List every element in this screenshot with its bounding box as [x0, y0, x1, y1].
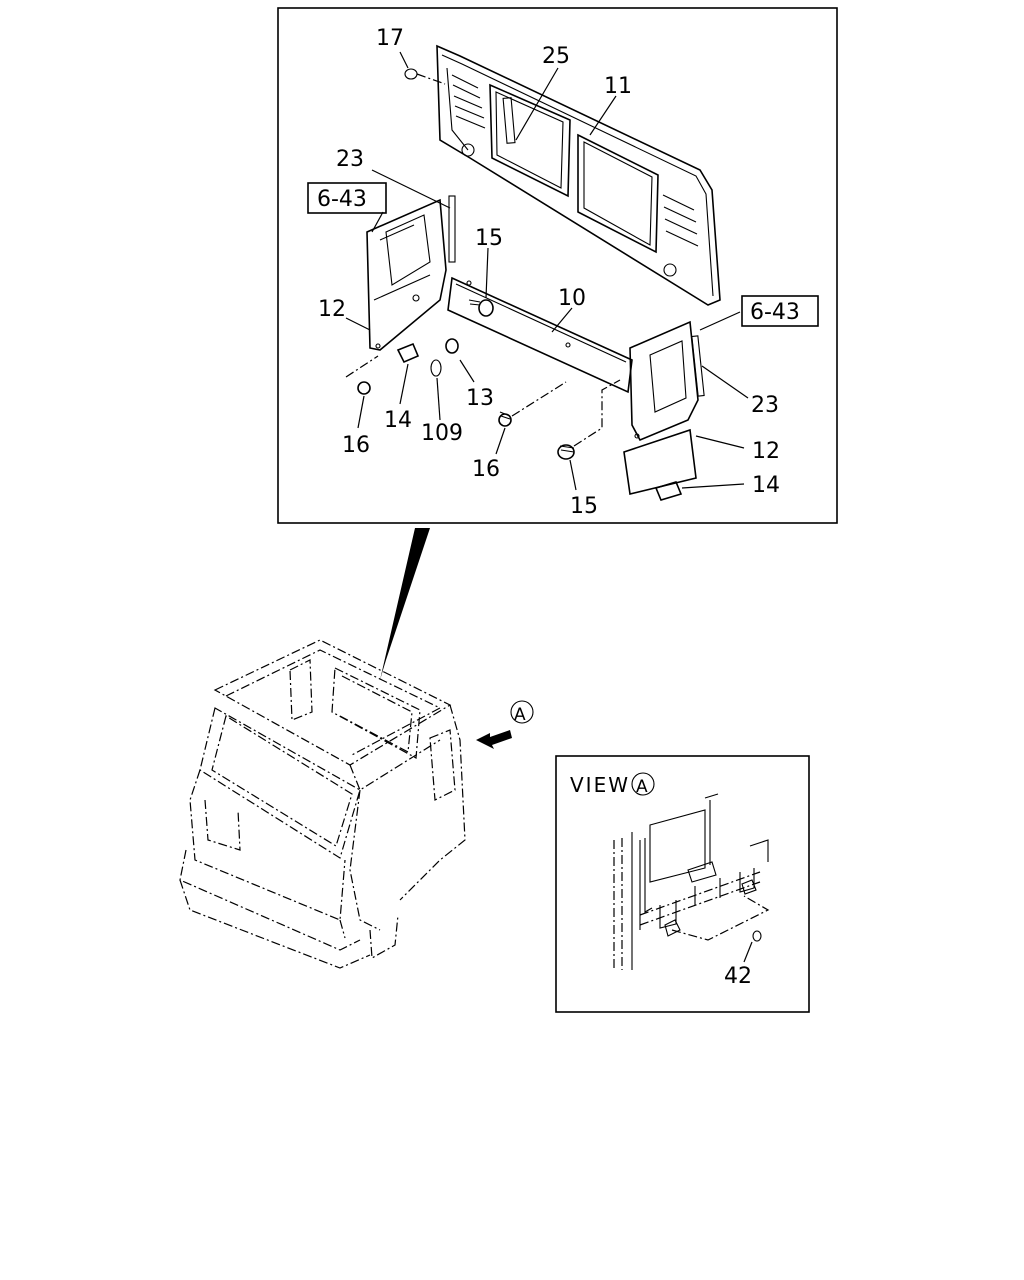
callout-16-right: 16 — [472, 457, 500, 482]
reference-label-left: 6-43 — [317, 187, 367, 212]
part-109-grommet — [430, 359, 442, 377]
truck-cab-outline — [179, 639, 466, 969]
view-a-arrow: A — [476, 700, 534, 749]
callout-15-top: 15 — [475, 226, 503, 251]
callout-16-left: 16 — [342, 433, 370, 458]
exploded-view-panel: 17 25 11 23 15 10 12 13 14 109 16 16 15 … — [277, 7, 838, 524]
callout-23-left: 23 — [336, 147, 364, 172]
part-14-block-right — [654, 481, 683, 501]
callout-17: 17 — [376, 26, 404, 51]
callout-25: 25 — [542, 44, 570, 69]
callout-14-right: 14 — [752, 473, 780, 498]
part-10-lower-panel — [447, 276, 633, 394]
callout-10: 10 — [558, 286, 586, 311]
callout-109: 109 — [421, 421, 463, 446]
part-15-screw-top — [468, 299, 494, 317]
reference-label-right: 6-43 — [750, 300, 800, 325]
part-23-seal-strip-left — [448, 195, 456, 263]
callout-12-right: 12 — [752, 439, 780, 464]
reference-box-left: 6-43 — [307, 182, 387, 214]
view-a-arrow-marker: A — [514, 705, 526, 725]
view-a-label-marker: A — [636, 777, 648, 797]
callout-11: 11 — [604, 74, 632, 99]
reference-box-right: 6-43 — [741, 295, 819, 327]
part-17-clip — [404, 68, 446, 85]
callout-13: 13 — [466, 386, 494, 411]
part-14-block-left — [396, 342, 420, 364]
pointer-wedge — [380, 528, 430, 680]
part-12-left-side-trim — [366, 198, 447, 351]
callout-23-right: 23 — [751, 393, 779, 418]
part-11-rear-trim-panel — [436, 44, 721, 306]
callout-42: 42 — [724, 964, 752, 989]
view-a-label: VIEW — [570, 773, 630, 797]
part-16-clip-right — [498, 381, 567, 427]
part-13-fastener — [445, 338, 459, 354]
callout-14-left: 14 — [384, 408, 412, 433]
part-16-clip-left — [345, 355, 379, 395]
part-12-right-side-trim — [623, 320, 699, 495]
part-15-screw-bottom — [557, 379, 621, 460]
view-a-detail-panel: VIEW A 42 — [555, 755, 810, 1013]
callout-15-bottom: 15 — [570, 494, 598, 519]
callout-12-left: 12 — [318, 297, 346, 322]
